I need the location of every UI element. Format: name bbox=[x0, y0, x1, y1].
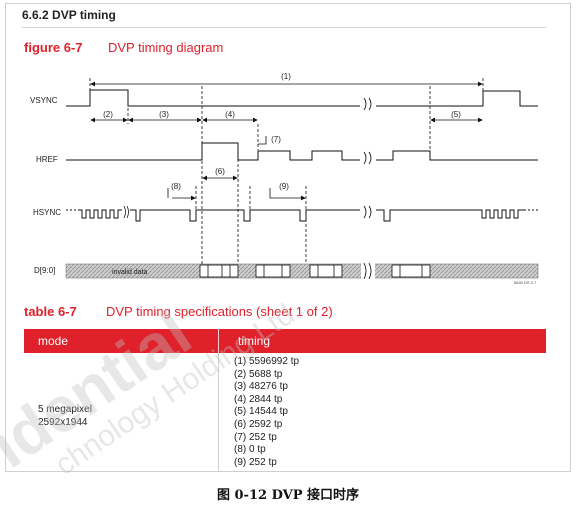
timing-item: (7) 252 tp bbox=[234, 431, 277, 443]
href-waveform bbox=[66, 142, 538, 161]
signal-label-vsync: VSYNC bbox=[30, 96, 58, 105]
interval-label-8: (8) bbox=[171, 182, 181, 191]
interval-label-1: (1) bbox=[281, 72, 291, 81]
header-divider bbox=[218, 329, 219, 353]
section-title: 6.6.2 DVP timing bbox=[22, 8, 116, 22]
break-marks bbox=[122, 96, 375, 281]
mode-cell: 5 megapixel 2592x1944 bbox=[38, 403, 92, 429]
table-title: DVP timing specifications (sheet 1 of 2) bbox=[106, 304, 333, 319]
signal-label-data: D[9:0] bbox=[34, 266, 55, 275]
invalid-data-label: invalid data bbox=[112, 269, 148, 276]
reference-lines bbox=[89, 78, 484, 264]
timing-item: (2) 5688 tp bbox=[234, 368, 283, 380]
interval-arrows bbox=[90, 81, 483, 201]
timing-list: (1) 5596992 tp (2) 5688 tp (3) 48276 tp … bbox=[234, 356, 299, 469]
figure-caption: 图 0-12 DVP 接口时序 bbox=[216, 488, 360, 503]
table-label: table 6-7 bbox=[24, 304, 77, 319]
table-header: mode timing bbox=[24, 329, 546, 353]
mode-line: 5 megapixel bbox=[38, 404, 92, 415]
page-frame bbox=[5, 3, 571, 472]
timing-item: (9) 252 tp bbox=[234, 456, 277, 468]
column-divider bbox=[218, 353, 219, 471]
interval-label-3: (3) bbox=[159, 110, 169, 119]
dvp-timing-diagram: VSYNC HREF HSYNC D[9:0] bbox=[30, 72, 539, 285]
interval-label-6: (6) bbox=[215, 167, 225, 176]
interval-label-4: (4) bbox=[225, 110, 235, 119]
timing-item: (8) 0 tp bbox=[234, 444, 266, 456]
timing-item: (6) 2592 tp bbox=[234, 418, 283, 430]
header-mode: mode bbox=[38, 334, 69, 348]
figure-title: DVP timing diagram bbox=[108, 40, 224, 55]
hsync-waveform bbox=[66, 209, 538, 222]
figure-label: figure 6-7 bbox=[24, 40, 83, 55]
timing-item: (5) 14544 tp bbox=[234, 406, 288, 418]
timing-item: (1) 5596992 tp bbox=[234, 356, 300, 367]
data-bus: invalid data 5640 DS 0.7 bbox=[65, 263, 539, 285]
timing-item: (3) 48276 tp bbox=[234, 381, 288, 393]
vsync-waveform bbox=[66, 89, 538, 107]
figure-code: 5640 DS 0.7 bbox=[514, 280, 537, 285]
interval-label-2: (2) bbox=[103, 110, 113, 119]
interval-label-7: (7) bbox=[271, 135, 281, 144]
section-divider bbox=[22, 27, 546, 28]
interval-label-9: (9) bbox=[279, 182, 289, 191]
signal-label-hsync: HSYNC bbox=[33, 208, 61, 217]
signal-label-href: HREF bbox=[36, 155, 58, 164]
interval-label-5: (5) bbox=[451, 110, 461, 119]
mode-line: 2592x1944 bbox=[38, 417, 88, 428]
header-timing: timing bbox=[238, 334, 271, 348]
timing-item: (4) 2844 tp bbox=[234, 393, 283, 405]
